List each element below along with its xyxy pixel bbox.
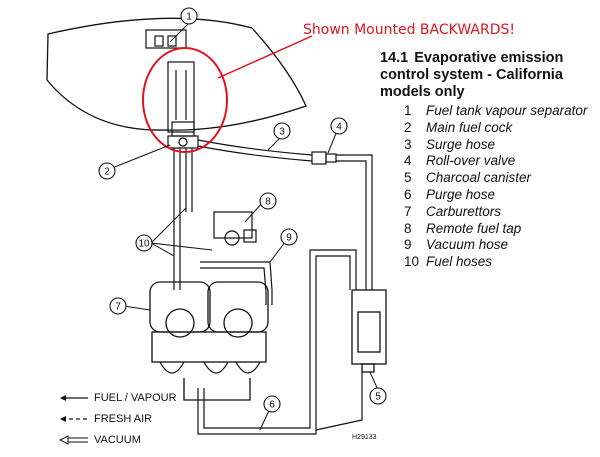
- fuel-vapour-label: FUEL / VAPOUR: [94, 391, 177, 404]
- callout-9: 9: [280, 228, 298, 246]
- legend-item-label: Remote fuel tap: [426, 220, 522, 236]
- fresh-air-label: FRESH AIR: [94, 412, 153, 425]
- legend-item-number: 3: [404, 136, 412, 152]
- fuel-tank: [46, 17, 307, 131]
- legend-item: 6 Purge hose: [404, 187, 594, 204]
- purge-hose-lines: [197, 249, 363, 435]
- callout-5: 5: [369, 387, 387, 405]
- remote-fuel-tap-part: [213, 211, 257, 246]
- vacuum-arrow-icon: [58, 434, 88, 445]
- callout-8: 8: [259, 192, 277, 210]
- callout-number: 1: [186, 12, 192, 23]
- legend-item: 8 Remote fuel tap: [404, 221, 594, 238]
- main-fuel-cock-part: [167, 135, 199, 149]
- callout-3: 3: [273, 122, 291, 140]
- callout-2: 2: [98, 162, 116, 180]
- legend-item: 10 Fuel hoses: [404, 254, 594, 271]
- legend-item-number: 2: [404, 119, 412, 135]
- legend-item: 2 Main fuel cock: [404, 120, 594, 137]
- legend-item: 9 Vacuum hose: [404, 237, 594, 254]
- legend-item-label: Fuel hoses: [426, 254, 493, 270]
- callout-number: 2: [104, 167, 110, 178]
- legend-item-number: 6: [404, 186, 412, 202]
- legend-item-number: 9: [404, 237, 412, 253]
- callout-4: 4: [330, 117, 348, 135]
- vapour-separator-part: [145, 29, 195, 137]
- legend-item-number: 1: [404, 103, 412, 118]
- callout-number: 7: [115, 302, 121, 313]
- legend-item-number: 4: [404, 153, 412, 169]
- callout-10: 10: [135, 234, 153, 252]
- figure-number: 14.1: [380, 50, 409, 66]
- reference-code: H29133: [352, 434, 377, 441]
- legend-item-label: Carburettors: [426, 203, 502, 219]
- legend-item-number: 10: [404, 254, 420, 270]
- legend-item-number: 5: [404, 170, 412, 186]
- annotation-pointer: [217, 35, 313, 79]
- callout-number: 4: [336, 122, 342, 133]
- vacuum-hose-lines: [200, 261, 273, 305]
- legend-item-label: Fuel tank vapour separator: [426, 103, 588, 118]
- backwards-annotation: Shown Mounted BACKWARDS!: [303, 22, 515, 38]
- fresh-air-arrow-icon: [60, 415, 88, 422]
- legend-item: 1 Fuel tank vapour separator: [404, 103, 594, 120]
- highlight-circle: [142, 47, 228, 153]
- fuel-vapour-arrow-icon: [60, 394, 88, 401]
- legend-item-label: Surge hose: [426, 136, 496, 152]
- charcoal-canister-part: [351, 289, 387, 373]
- legend-list: 1 Fuel tank vapour separator 2 Main fuel co…: [404, 103, 594, 271]
- legend-item-label: Roll-over valve: [426, 153, 516, 169]
- legend-item: 3 Surge hose: [404, 137, 594, 154]
- callout-number: 6: [269, 400, 275, 411]
- callout-6: 6: [263, 395, 281, 413]
- flow-key-fresh-air: FRESH AIR: [58, 408, 177, 429]
- legend-item-label: Main fuel cock: [426, 119, 513, 135]
- figure-title-text: Evaporative emission control system - Ca…: [380, 50, 564, 100]
- surge-hose-lines: [197, 139, 313, 162]
- vacuum-label: VACUUM: [94, 433, 141, 446]
- legend-item: 7 Carburettors: [404, 204, 594, 221]
- legend-item: 4 Roll-over valve: [404, 153, 594, 170]
- roll-over-valve-part: [311, 151, 337, 165]
- callout-7: 7: [109, 297, 127, 315]
- legend-item-label: Charcoal canister: [426, 170, 532, 186]
- flow-key: FUEL / VAPOUR FRESH AIR VACUUM: [58, 387, 177, 450]
- legend-item-label: Vacuum hose: [426, 237, 509, 253]
- flow-key-fuel-vapour: FUEL / VAPOUR: [58, 387, 177, 408]
- callout-number: 10: [138, 239, 150, 250]
- callout-number: 5: [375, 392, 381, 403]
- legend-item: 5 Charcoal canister: [404, 170, 594, 187]
- callout-1: 1: [180, 7, 198, 25]
- valve-to-canister-hose: [336, 154, 373, 290]
- fuel-hoses-lines: [173, 148, 193, 290]
- callout-number: 3: [279, 127, 285, 138]
- flow-key-vacuum: VACUUM: [58, 429, 177, 450]
- callout-number: 8: [265, 197, 271, 208]
- legend-item-number: 8: [404, 220, 412, 236]
- legend-item-label: Purge hose: [426, 186, 496, 202]
- carburettors-part: [149, 281, 269, 401]
- leader-lines: [106, 22, 379, 431]
- callout-number: 9: [286, 233, 292, 244]
- legend-item-number: 7: [404, 203, 412, 219]
